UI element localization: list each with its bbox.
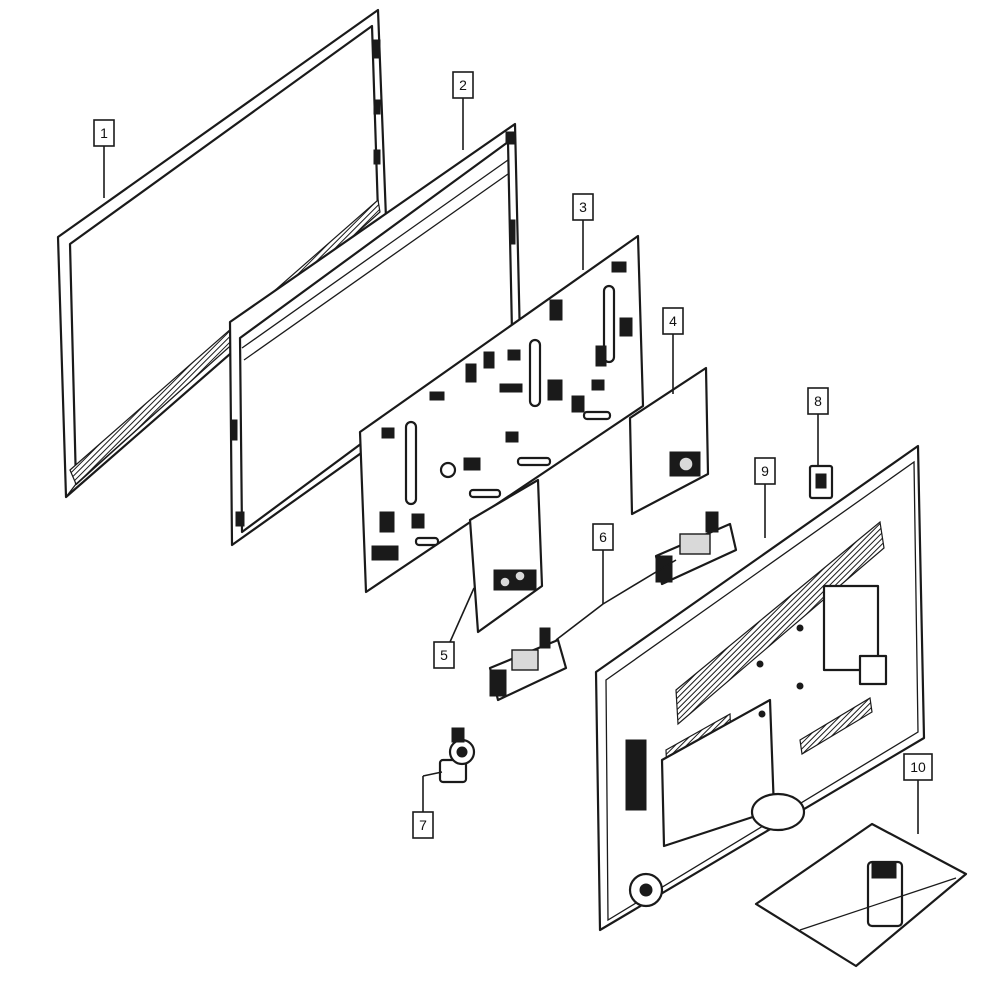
- leader-lines: [103, 98, 919, 834]
- callout-3: 3: [572, 193, 594, 221]
- sensor-bracket-part: [438, 727, 476, 784]
- callout-4: 4: [662, 307, 684, 335]
- callout-7-label: 7: [419, 817, 427, 833]
- callout-10: 10: [903, 753, 933, 781]
- callout-5: 5: [433, 641, 455, 669]
- callout-6-label: 6: [599, 529, 607, 545]
- callout-10-label: 10: [910, 759, 926, 775]
- callout-5-label: 5: [440, 647, 448, 663]
- callout-7: 7: [412, 811, 434, 839]
- callout-1-label: 1: [100, 125, 108, 141]
- stand-part: [754, 822, 968, 968]
- callout-1: 1: [93, 119, 115, 147]
- speaker-left-part: [488, 627, 568, 702]
- callout-6: 6: [592, 523, 614, 551]
- callout-3-label: 3: [579, 199, 587, 215]
- callout-8: 8: [807, 387, 829, 415]
- control-board-part: [468, 478, 544, 634]
- chassis-plate-part: [358, 234, 645, 594]
- clip-part: [808, 464, 834, 500]
- rear-cover-part: [594, 444, 926, 932]
- callout-9-label: 9: [761, 463, 769, 479]
- callout-2: 2: [452, 71, 474, 99]
- callout-9: 9: [754, 457, 776, 485]
- speaker-right-part: [654, 511, 738, 586]
- callout-2-label: 2: [459, 77, 467, 93]
- callout-4-label: 4: [669, 313, 677, 329]
- callout-8-label: 8: [814, 393, 822, 409]
- power-board-part: [628, 366, 710, 516]
